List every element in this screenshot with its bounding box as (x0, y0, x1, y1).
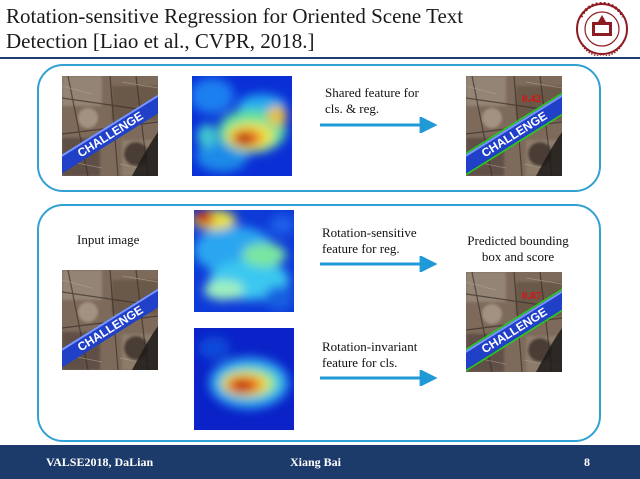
predicted-box-label: Predicted bounding box and score (460, 233, 576, 265)
reg-caption-line-1: Rotation-sensitive (322, 225, 417, 240)
input-image-top (62, 76, 158, 176)
footer-venue: VALSE2018, DaLian (46, 455, 154, 469)
shared-feature-heatmap (192, 76, 292, 176)
output-image-top (466, 76, 562, 176)
reg-caption-line-2: feature for reg. (322, 241, 400, 256)
input-image-label: Input image (77, 232, 140, 247)
slide-title: Rotation-sensitive Regression for Orient… (6, 4, 526, 54)
regression-feature-heatmap (194, 210, 294, 312)
title-line-1: Rotation-sensitive Regression for Orient… (6, 4, 464, 28)
input-image-bottom (62, 270, 158, 370)
title-divider (0, 57, 640, 59)
shared-feature-caption: Shared feature for cls. & reg. (325, 85, 419, 117)
slide-footer: VALSE2018, DaLian Xiang Bai 8 (0, 445, 640, 479)
score-label-top: 0.42 (522, 93, 542, 105)
output-image-bottom (466, 272, 562, 372)
university-seal-icon (571, 1, 633, 57)
cls-caption-line-2: feature for cls. (322, 355, 398, 370)
arrow-right-icon (320, 256, 438, 272)
page-number: 8 (584, 455, 590, 469)
output-label-line-1: Predicted bounding (467, 233, 569, 248)
arrow-right-icon (320, 370, 438, 386)
arrow-right-icon (320, 117, 438, 133)
footer-author: Xiang Bai (290, 455, 342, 469)
rotation-invariant-caption: Rotation-invariant feature for cls. (322, 339, 417, 371)
cls-caption-line-1: Rotation-invariant (322, 339, 418, 354)
classification-feature-heatmap (194, 328, 294, 430)
shared-caption-line-2: cls. & reg. (325, 101, 380, 116)
output-label-line-2: box and score (481, 249, 555, 264)
score-label-bottom: 0.87 (522, 290, 542, 302)
rotation-sensitive-caption: Rotation-sensitive feature for reg. (322, 225, 417, 257)
shared-caption-line-1: Shared feature for (325, 85, 419, 100)
title-line-2: Detection [Liao et al., CVPR, 2018.] (6, 29, 315, 53)
